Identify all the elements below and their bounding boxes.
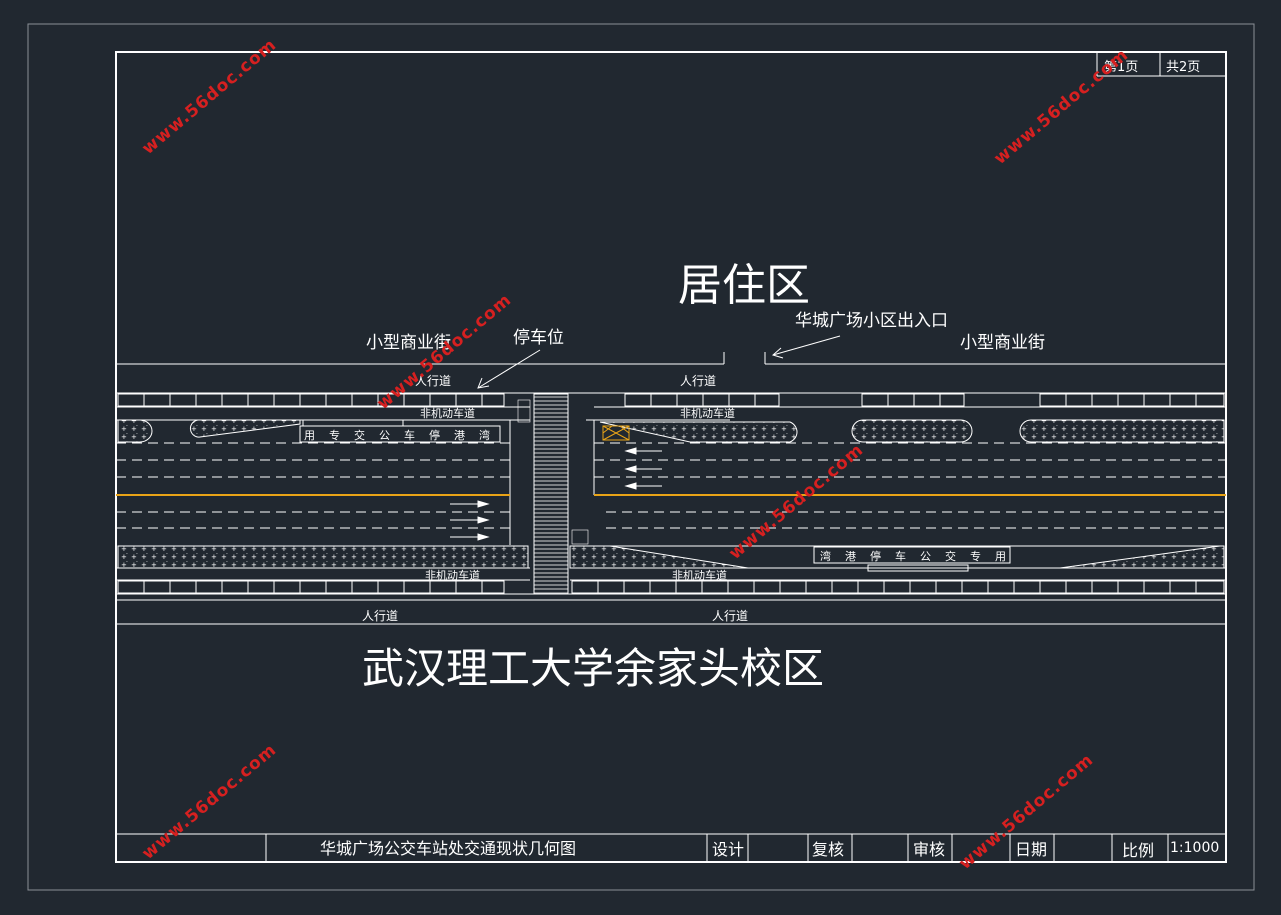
parking-stalls-north [117, 393, 1225, 407]
bus-char-s6: 交 [945, 549, 956, 563]
page-marker: 第1页 共2页 [1096, 52, 1226, 77]
bus-char-s7: 专 [970, 549, 981, 563]
bus-char-n3: 交 [354, 428, 365, 442]
residential-area-label: 居住区 [678, 260, 810, 311]
bus-bay-north [299, 425, 501, 443]
parking-stalls-south [117, 580, 1225, 594]
outer-frame [27, 23, 1255, 891]
south-green-islands [117, 545, 1225, 569]
bike-lane-north-right-label: 非机动车道 [680, 406, 735, 420]
campus-area-label: 武汉理工大学余家头校区 [362, 644, 824, 693]
sidewalk-south-left-label: 人行道 [362, 609, 398, 623]
bus-shelter-north [302, 419, 404, 427]
date-label: 日期 [1015, 840, 1047, 859]
bus-stop-sign-north-cross [602, 425, 630, 441]
parking-leader-arrow [477, 349, 541, 389]
watermark-2: www.56doc.com [990, 45, 1132, 169]
title-block [116, 833, 1226, 862]
westbound-arrows [624, 447, 662, 490]
design-label: 设计 [712, 840, 744, 859]
bus-char-n8: 湾 [479, 428, 490, 442]
lane-markings [116, 420, 1226, 545]
bus-char-s2: 港 [845, 550, 856, 563]
bus-char-n5: 车 [404, 428, 415, 442]
bus-char-n7: 港 [454, 429, 465, 442]
bus-char-n4: 公 [379, 429, 390, 442]
watermark-4: www.56doc.com [725, 440, 867, 564]
signal-box-south [571, 529, 589, 545]
bike-lane-south-right-label: 非机动车道 [672, 568, 727, 582]
north-green-islands [117, 419, 1225, 443]
bike-lane-north-left-label: 非机动车道 [420, 406, 475, 420]
scale-label: 比例 [1122, 841, 1154, 860]
check-label: 复核 [812, 840, 844, 859]
drawing-title: 华城广场公交车站处交通现状几何图 [320, 839, 576, 858]
sidewalk-north-left-label: 人行道 [415, 374, 451, 388]
entrance-leader-arrow [771, 335, 841, 359]
drawing-border [115, 51, 1227, 863]
sidewalk-north-right-label: 人行道 [680, 374, 716, 388]
review-label: 审核 [913, 840, 945, 859]
bus-char-s3: 停 [870, 549, 881, 563]
bus-bay-south [813, 546, 1011, 564]
eastbound-arrows [450, 500, 490, 541]
bus-char-s8: 用 [995, 550, 1006, 563]
bus-char-n6: 停 [429, 428, 440, 442]
parking-label: 停车位 [513, 328, 564, 348]
shop-street-left-label: 小型商业街 [366, 333, 451, 353]
watermark-1: www.56doc.com [138, 35, 280, 159]
scale-value: 1:1000 [1170, 840, 1219, 856]
page-total: 共2页 [1166, 60, 1200, 75]
sidewalk-south-right-label: 人行道 [712, 609, 748, 623]
page-number: 第1页 [1104, 60, 1138, 75]
entrance-label: 华城广场小区出入口 [795, 311, 948, 331]
crosswalk [533, 393, 569, 595]
bus-char-s5: 公 [920, 550, 931, 563]
shop-street-right-label: 小型商业街 [960, 333, 1045, 353]
road-north-edges [116, 352, 1226, 421]
watermark-5: www.56doc.com [138, 740, 280, 864]
bus-char-n2: 专 [329, 428, 340, 442]
bus-bay-north-text: 用 专 交 公 车 停 港 湾 [304, 428, 490, 442]
bus-char-s1: 湾 [820, 549, 831, 563]
signal-box-north [517, 399, 531, 423]
road-south-edges [116, 567, 1226, 625]
bus-bay-south-text: 湾 港 停 车 公 交 专 用 [820, 549, 1006, 563]
bike-lane-south-left-label: 非机动车道 [425, 568, 480, 582]
bus-char-s4: 车 [895, 549, 906, 563]
bus-char-n1: 用 [304, 429, 315, 442]
